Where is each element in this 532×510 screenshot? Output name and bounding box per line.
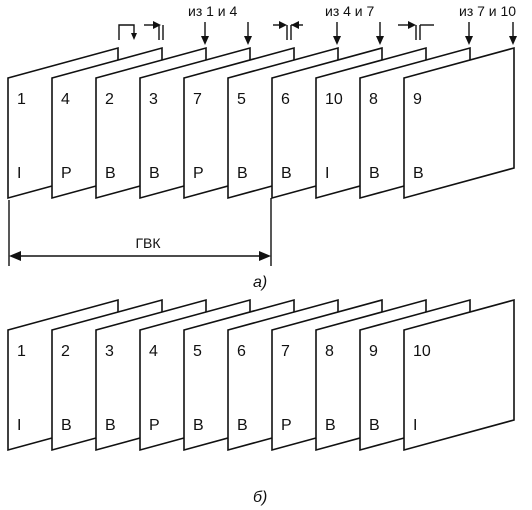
a-frame-number: 5 <box>237 91 246 108</box>
a-frame-type: P <box>61 165 72 182</box>
b-frame-type: P <box>281 417 292 434</box>
b-frame-shape <box>403 298 515 452</box>
a-frame-type: B <box>413 165 424 182</box>
source-label-7-10: из 7 и 10 <box>459 3 516 19</box>
b-frame-type: I <box>413 417 417 434</box>
a-frame-10: 9B <box>403 46 515 200</box>
a-frame-number: 4 <box>61 91 70 108</box>
a-frame-type: I <box>325 165 329 182</box>
b-frame-number: 8 <box>325 343 334 360</box>
a-frame-number: 10 <box>325 91 343 108</box>
b-frame-type: I <box>17 417 21 434</box>
a-frame-shape <box>403 46 515 200</box>
caption-b: б) <box>253 489 267 506</box>
a-frame-type: B <box>149 165 160 182</box>
a-frame-number: 8 <box>369 91 378 108</box>
a-frame-type: B <box>369 165 380 182</box>
b-frame-number: 6 <box>237 343 246 360</box>
b-frame-number: 4 <box>149 343 158 360</box>
a-frame-number: 1 <box>17 91 26 108</box>
b-frame-10: 10I <box>403 298 515 452</box>
a-frame-type: P <box>193 165 204 182</box>
b-frame-number: 3 <box>105 343 114 360</box>
b-frame-number: 9 <box>369 343 378 360</box>
a-frame-type: B <box>105 165 116 182</box>
gop-dimension: ГВК <box>8 198 272 266</box>
b-frame-number: 10 <box>413 343 431 360</box>
b-frame-type: B <box>237 417 248 434</box>
b-frame-number: 1 <box>17 343 26 360</box>
a-frame-type: B <box>237 165 248 182</box>
b-frame-type: P <box>149 417 160 434</box>
a-frame-number: 2 <box>105 91 114 108</box>
b-frame-type: B <box>61 417 72 434</box>
b-frame-number: 2 <box>61 343 70 360</box>
a-frame-number: 7 <box>193 91 202 108</box>
b-frame-type: B <box>325 417 336 434</box>
b-frame-type: B <box>193 417 204 434</box>
a-frame-number: 9 <box>413 91 422 108</box>
reorder-brackets <box>118 21 434 40</box>
b-frame-number: 7 <box>281 343 290 360</box>
caption-a: а) <box>253 274 267 291</box>
b-frame-type: B <box>369 417 380 434</box>
source-label-1-4: из 1 и 4 <box>188 3 238 19</box>
a-frame-number: 3 <box>149 91 158 108</box>
diagram-b: 1I 2B 3B 4P 5B 6B 7P 8B 9B 10I <box>7 298 515 452</box>
b-frame-type: B <box>105 417 116 434</box>
b-frame-number: 5 <box>193 343 202 360</box>
source-annotations: из 1 и 4 из 4 и 7 из 7 и 10 <box>188 3 517 45</box>
a-frame-type: I <box>17 165 21 182</box>
a-frame-type: B <box>281 165 292 182</box>
source-label-4-7: из 4 и 7 <box>325 3 375 19</box>
a-frame-number: 6 <box>281 91 290 108</box>
gop-label: ГВК <box>135 235 161 251</box>
